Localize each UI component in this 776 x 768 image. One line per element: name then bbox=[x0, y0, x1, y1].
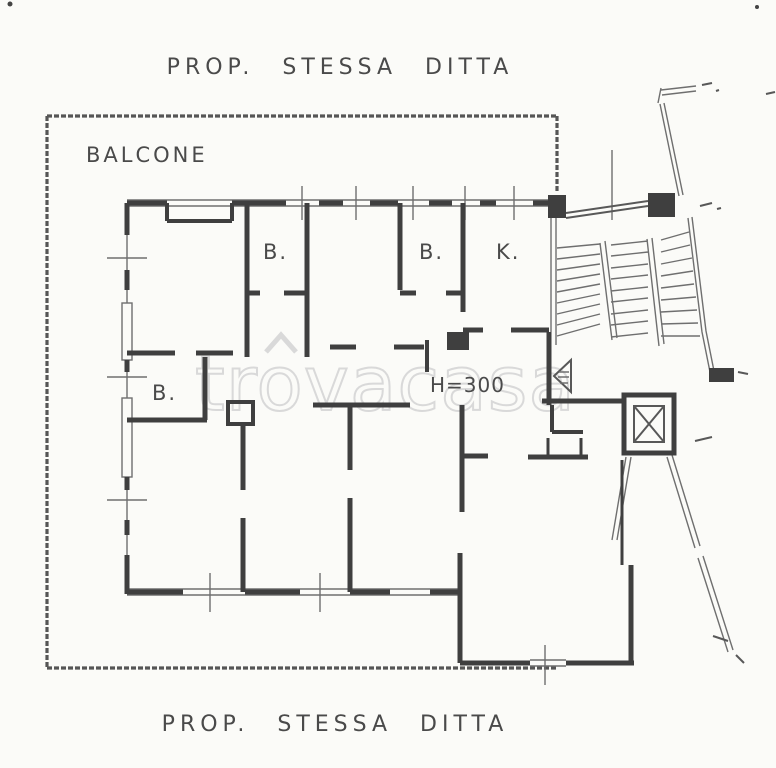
room-label-bath-left: B. bbox=[152, 381, 177, 405]
landing-pier bbox=[648, 193, 675, 217]
minor-walls bbox=[546, 438, 624, 565]
thin-lines bbox=[126, 85, 734, 667]
context-dashes bbox=[694, 82, 776, 664]
dimension-ticks bbox=[107, 150, 613, 685]
title-bottom: PROP. STESSA DITTA bbox=[162, 712, 509, 737]
elevator-outer-wall bbox=[621, 392, 677, 456]
titles: PROP. STESSA DITTA PROP. STESSA DITTA bbox=[162, 55, 514, 737]
landing-edge bbox=[565, 200, 649, 219]
watermark-caret-icon bbox=[264, 331, 298, 354]
wall-jog-pier bbox=[709, 368, 734, 382]
entrance-door-icon bbox=[552, 357, 572, 395]
room-label-bath-top-middle: B. bbox=[419, 240, 444, 264]
closet bbox=[226, 400, 255, 426]
watermark: trovacasa bbox=[194, 331, 576, 429]
stair-treads bbox=[556, 231, 700, 347]
window-icon bbox=[121, 397, 133, 478]
ceiling-height-note: H=300 bbox=[430, 373, 505, 397]
watermark-text: trovacasa bbox=[195, 339, 576, 428]
title-top: PROP. STESSA DITTA bbox=[167, 55, 514, 80]
door-leaf bbox=[552, 357, 572, 395]
elevator-shaft-icon bbox=[621, 392, 677, 456]
staircase bbox=[556, 200, 700, 347]
room-label-kitchen: K. bbox=[496, 240, 520, 264]
room-labels: B. B. K. B. H=300 bbox=[152, 240, 520, 405]
apartment-walls bbox=[124, 200, 634, 666]
elevator-cross bbox=[633, 405, 665, 443]
balcony-border bbox=[45, 114, 559, 670]
room-label-bath-top-left: B. bbox=[263, 240, 288, 264]
door-hatch bbox=[558, 371, 569, 384]
duct-pier bbox=[447, 332, 469, 350]
elevator-cab bbox=[633, 405, 665, 443]
partition-walls bbox=[165, 203, 583, 434]
landing-pier bbox=[548, 195, 566, 218]
scan-speck bbox=[755, 5, 759, 9]
balcony-label: BALCONE bbox=[86, 143, 208, 167]
scan-speck bbox=[7, 1, 13, 7]
balcony-outline: BALCONE bbox=[45, 114, 559, 670]
